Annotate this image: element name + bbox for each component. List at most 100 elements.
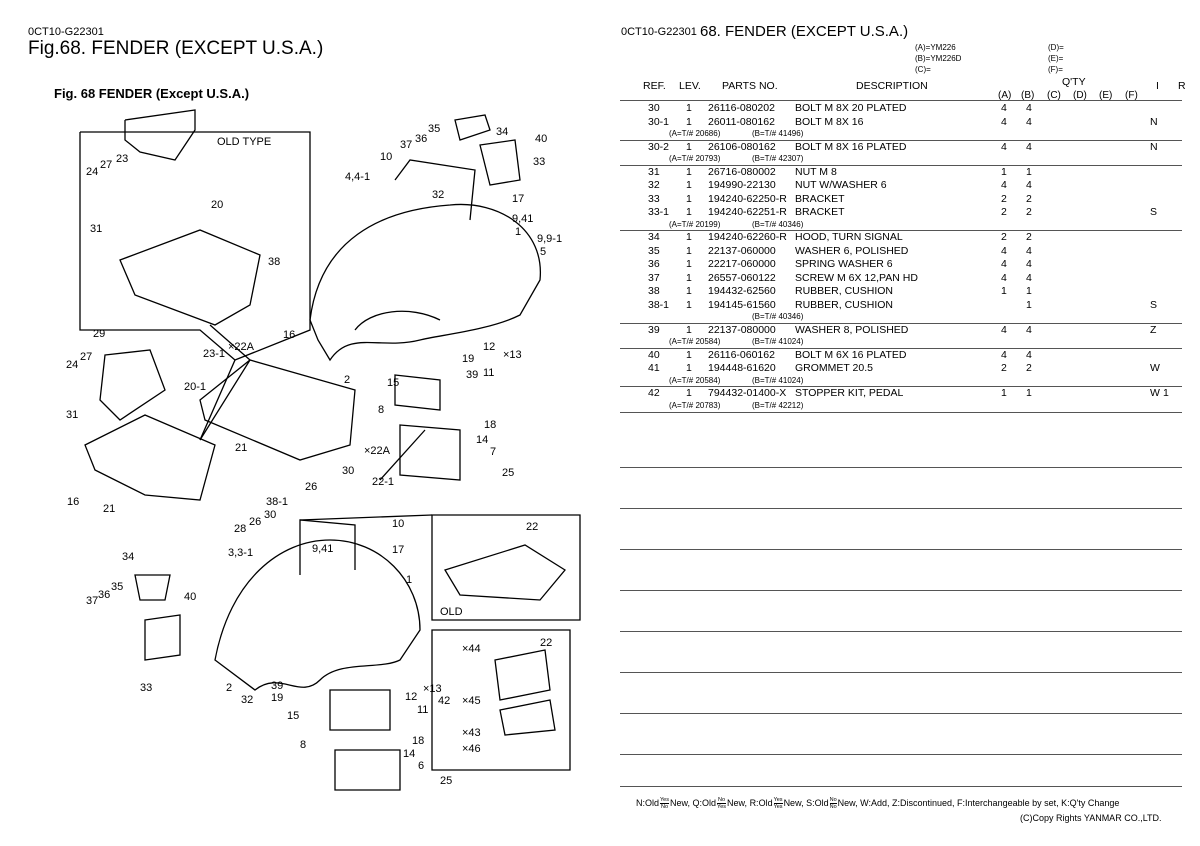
callout: 30 [264,509,276,521]
callout: 27 [80,351,92,363]
row-part-no: 26011-080162 [708,115,775,128]
callout: 10 [380,151,392,163]
callout: ×44 [462,643,481,655]
callout: 4,4-1 [345,171,370,183]
bracket-33 [479,139,521,186]
blank-rule [620,508,1182,509]
bracket-lower [144,614,181,661]
callout: 21 [235,442,247,454]
old-frame [431,514,581,621]
row-lev: 1 [686,115,692,128]
row-description: BOLT M 6X 16 PLATED [795,348,907,361]
row-i: N [1150,140,1158,153]
row-qty-a: 4 [1001,140,1007,153]
callout: 20-1 [184,381,206,393]
group-rule [620,164,1182,166]
row-lev: 1 [686,271,692,284]
callout: 11 [483,367,494,379]
qty-col-f: (F) [1125,90,1138,101]
row-i: Z [1150,323,1157,336]
callout: 25 [502,467,514,479]
callout: 25 [440,775,452,787]
callout: 17 [392,544,404,556]
callout: 39 [466,369,478,381]
row-part-no: 194448-61620 [708,362,776,374]
row-description: STOPPER KIT, PEDAL [795,387,904,399]
callout: 10 [392,518,404,530]
row-part-no: 26716-080002 [708,165,776,178]
group-rule [620,347,1182,349]
row-ref: 38-1 [648,298,670,311]
serial-a: (A=T/# 20793) [669,154,721,163]
callout: ×46 [462,743,481,755]
row-qty-a: 4 [1001,179,1007,191]
table-end-rule [620,412,1182,413]
callout: 12 [483,341,495,353]
callout: 23 [116,153,128,165]
callout: 28 [234,523,246,535]
callout: ×22A [364,445,391,457]
row-lev: 1 [686,179,692,191]
row-qty-a: 1 [1001,285,1007,297]
callout: 8 [378,404,384,416]
old-type-frame [79,131,311,361]
row-lev: 1 [686,387,692,399]
row-lev: 1 [686,348,692,361]
callout: 32 [241,694,253,706]
callout: 31 [66,409,78,421]
callout: 14 [403,748,415,760]
row-ref: 39 [648,323,660,336]
callout: 2 [226,682,232,694]
blank-rule [620,713,1182,714]
row-i: N [1150,115,1158,128]
row-lev: 1 [686,206,692,218]
model-f: (F)= [1048,65,1063,74]
old-bracket-part [124,109,196,161]
row-ref: 37 [648,271,660,284]
callout: 32 [432,189,444,201]
model-d: (D)= [1048,43,1064,52]
row-part-no: 194145-61560 [708,298,776,311]
callout: 24 [66,359,78,371]
row-qty-a: 4 [1001,271,1007,284]
callout: 40 [184,591,196,603]
row-i: S [1150,298,1158,311]
qty-col-c: (C) [1047,90,1061,101]
step-plate-mid [199,359,356,461]
callout: 26 [305,481,317,493]
right-page-code: 0CT10-G22301 [621,26,697,38]
fender-upper [309,203,541,362]
header-qty: Q'TY [1062,76,1086,88]
callout: 15 [387,377,399,389]
row-part-no: 26557-060122 [708,271,776,284]
row-description: BOLT M 8X 20 PLATED [795,102,907,114]
row-description: NUT W/WASHER 6 [795,179,887,191]
qty-col-d: (D) [1073,90,1087,101]
callout: 1 [406,574,412,586]
callout: 30 [342,465,354,477]
row-r: 1 [1163,387,1169,399]
callout: ×43 [462,727,481,739]
legend-q: Q:Old [692,797,717,808]
row-part-no: 22137-080000 [708,323,776,336]
row-qty-b: 2 [1026,192,1032,205]
row-qty-a: 4 [1001,102,1007,114]
row-qty-a: 4 [1001,115,1007,128]
row-qty-b: 4 [1026,244,1032,257]
serial-a: (A=T/# 20584) [669,337,721,346]
row-qty-b: 2 [1026,362,1032,374]
diagram-labels: OLD TYPE OLD 35 34 40 37 36 33 10 4,4-1 … [66,123,562,787]
qty-col-e: (E) [1099,90,1113,101]
header-r: R [1178,80,1186,92]
row-qty-b: 4 [1026,179,1032,191]
row-qty-a: 4 [1001,323,1007,336]
serial-note: (B=T/# 40346) [620,312,1182,322]
serial-note: (A=T/# 20199)(B=T/# 40346) [620,220,1182,230]
row-part-no: 194240-62250-R [708,192,787,205]
